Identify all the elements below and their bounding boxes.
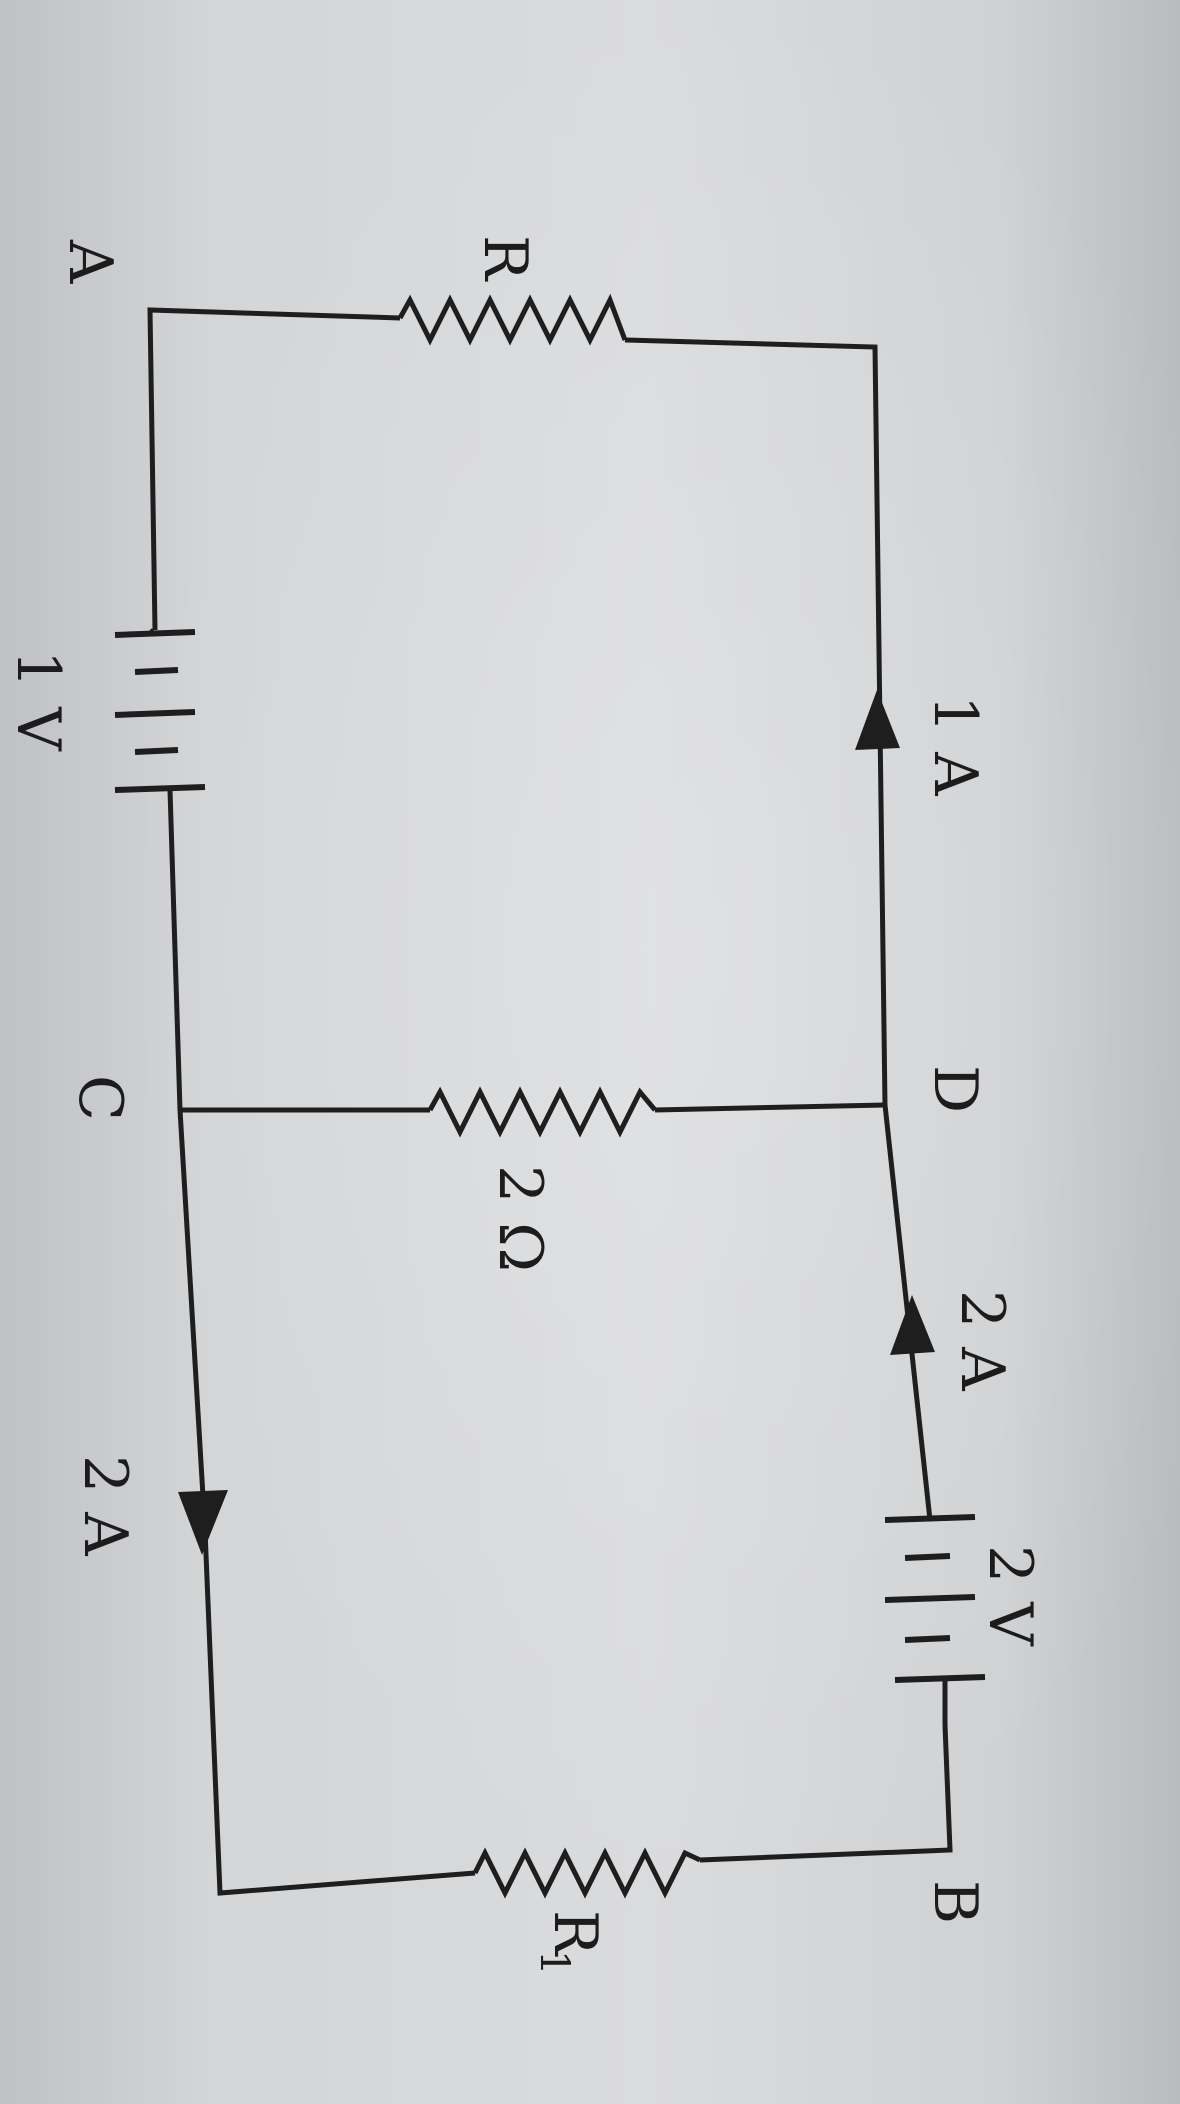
wire-middle-resistor-to-d [654, 1102, 886, 1113]
node-label-c: C [65, 1075, 135, 1121]
svg-text:1: 1 [531, 1950, 577, 1975]
resistor-2-ohm-label: 2 Ω [485, 1165, 555, 1272]
arrow-1a-up-icon [855, 690, 900, 750]
wire-r-to-d [624, 337, 888, 1106]
arrow-2a-up-icon [890, 1295, 935, 1355]
node-label-b: B [920, 1880, 990, 1924]
circuit-wires [147, 307, 953, 1896]
node-label-a: A [55, 239, 125, 284]
current-label-1a: 1 A [920, 695, 990, 796]
svg-text:R: R [540, 1910, 610, 1957]
resistor-2-ohm [427, 1086, 657, 1138]
current-label-2a-left: 2 A [70, 1455, 140, 1556]
resistor-r1 [472, 1847, 702, 1899]
resistor-r1-label: R 1 [531, 1910, 610, 1975]
current-label-2a-right: 2 A [947, 1290, 1017, 1391]
resistor-r-label: R [470, 235, 540, 282]
wire-a-to-r [147, 307, 401, 631]
wire-battery-c-r1 [167, 789, 476, 1896]
arrow-2a-down-icon [178, 1490, 228, 1555]
battery-1v-label: 1 V [3, 650, 73, 752]
battery-1v [114, 628, 206, 793]
node-label-d: D [920, 1065, 990, 1113]
battery-2v-label: 2 V [975, 1545, 1045, 1647]
battery-2v [884, 1514, 986, 1725]
wire-r1-b [699, 1724, 953, 1863]
resistor-r [397, 293, 628, 346]
